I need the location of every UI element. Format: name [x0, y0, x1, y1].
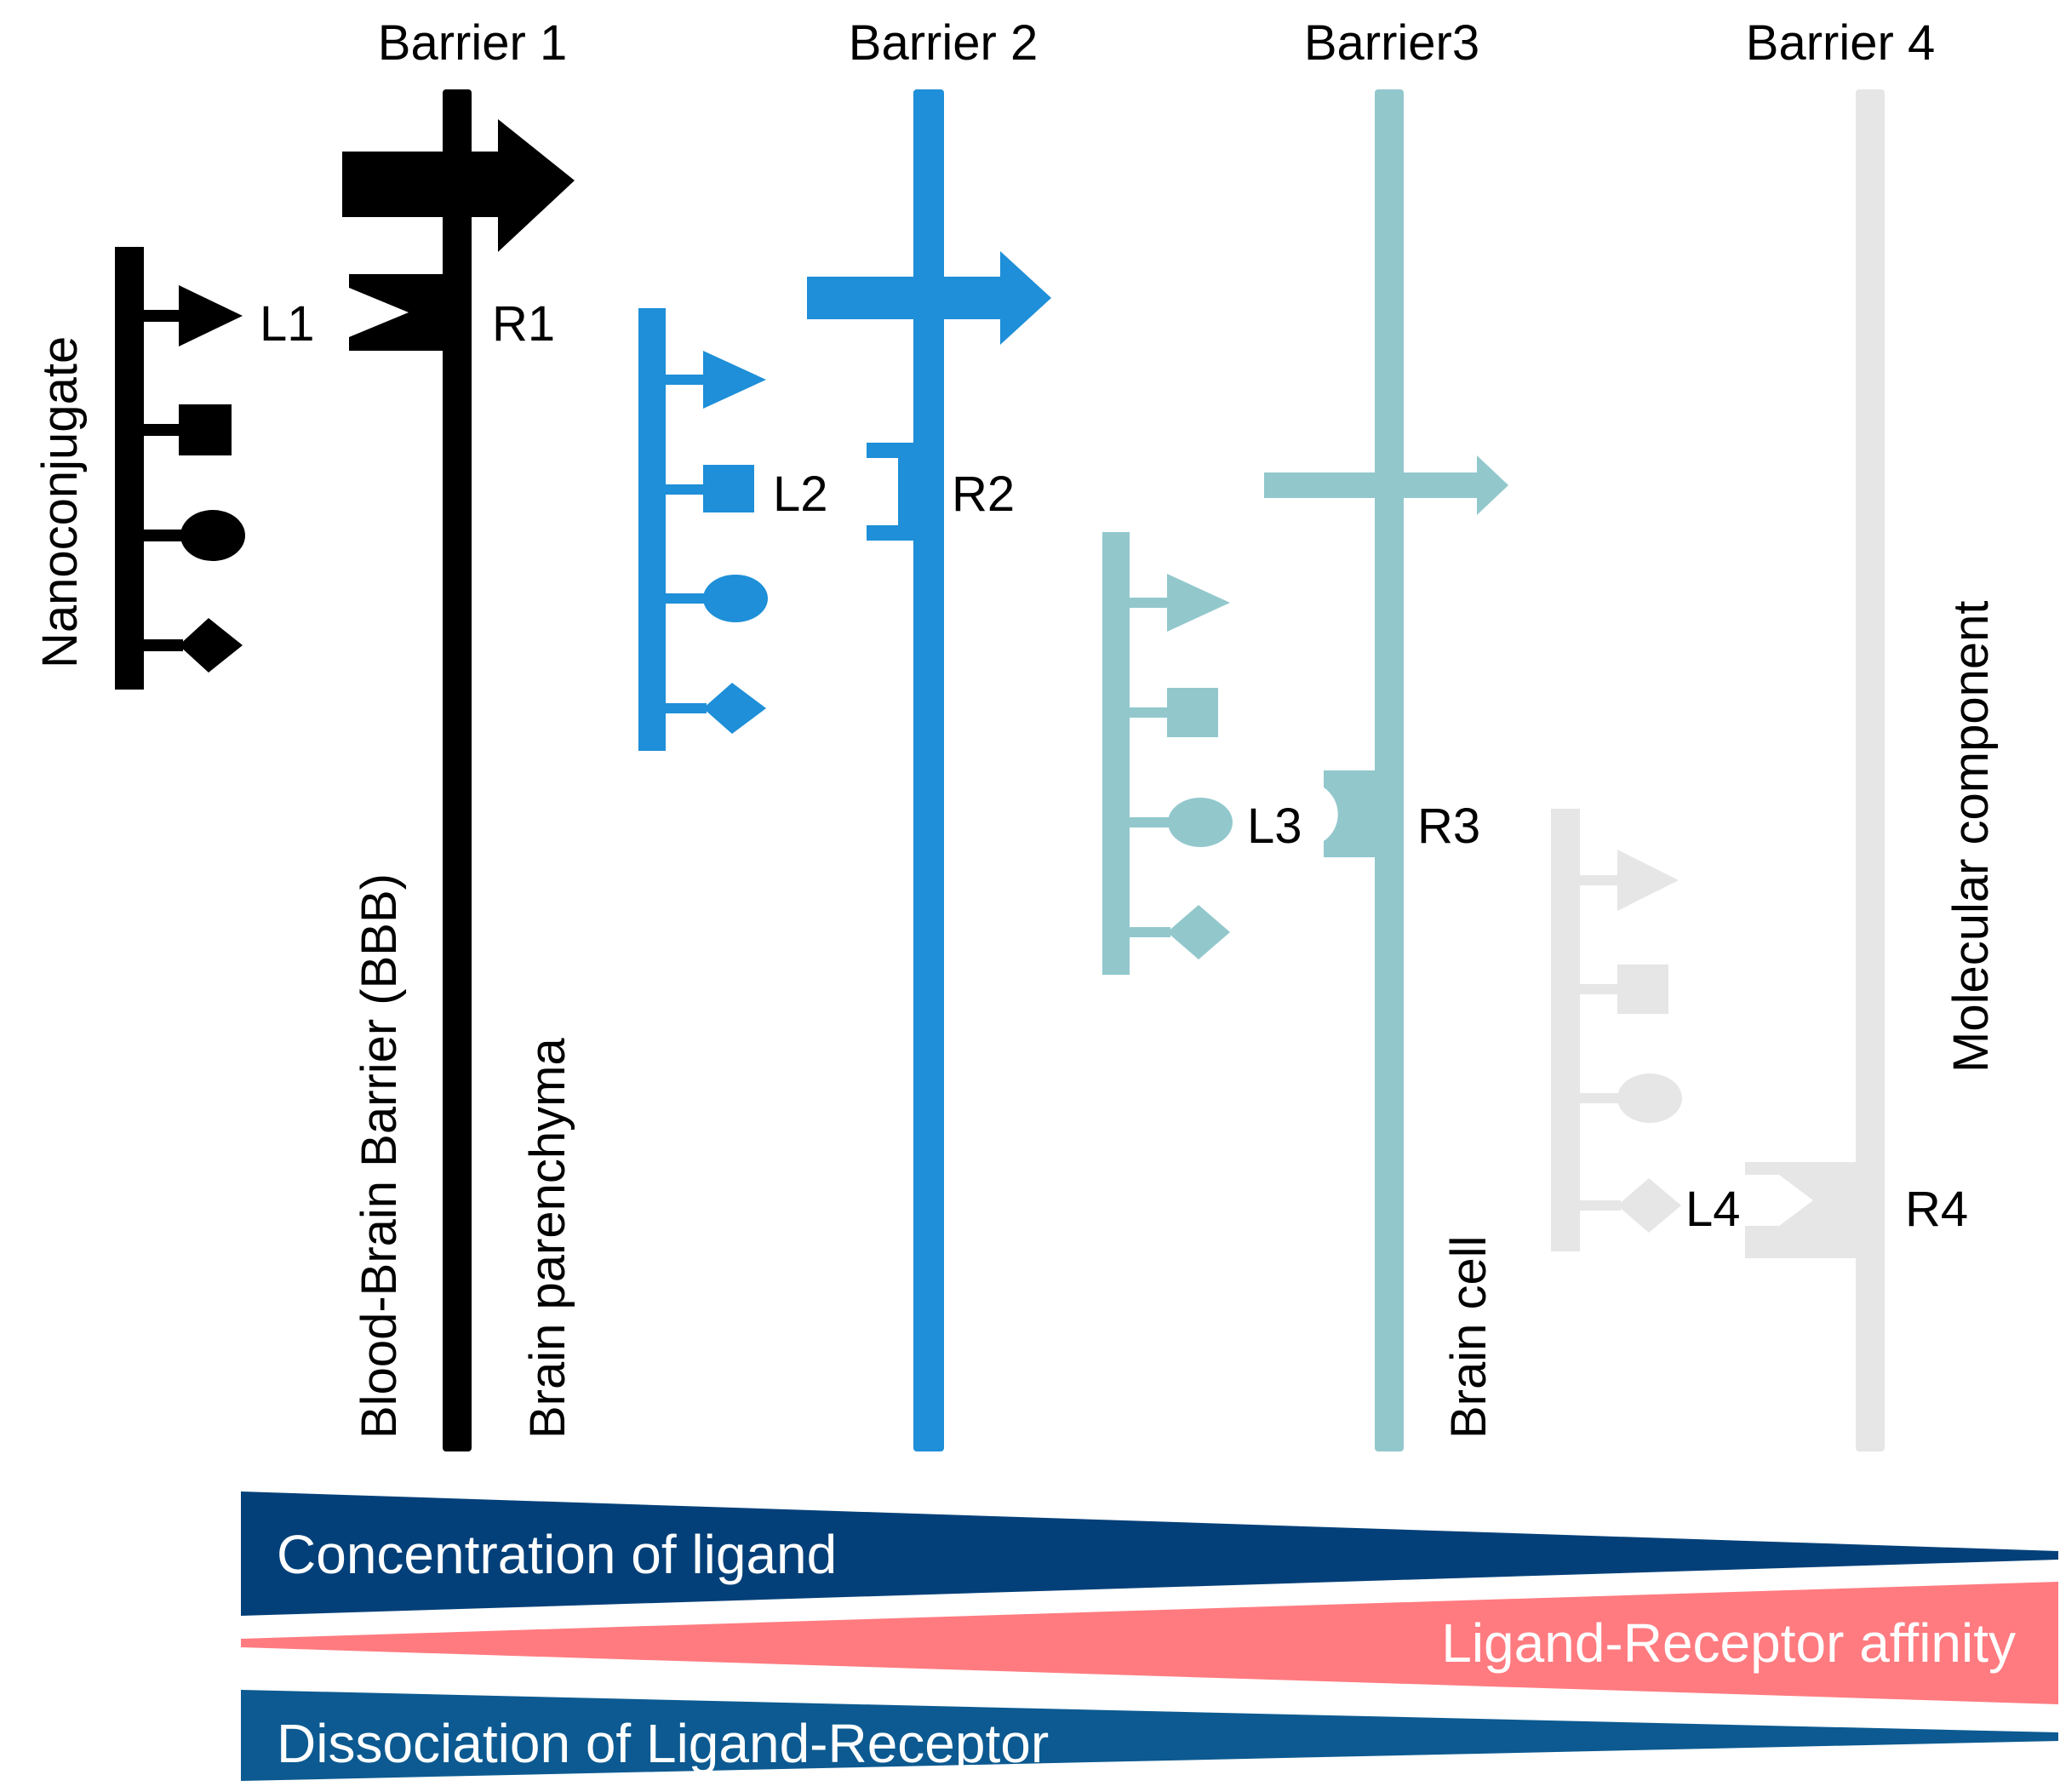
square-ligand-icon	[179, 404, 232, 455]
dissociation-label: Dissociation of Ligand-Receptor	[277, 1713, 1049, 1774]
barrier-3-title: Barrier3	[1304, 15, 1479, 71]
ligand-1-label: L1	[260, 296, 315, 352]
nanoconjugate-4-backbone	[1551, 809, 1580, 1251]
nanoconjugate-1-backbone	[115, 247, 144, 690]
receptor-1-label: R1	[492, 296, 555, 352]
gradient-affinity: Ligand-Receptor affinity	[241, 1582, 2058, 1704]
barrier-3: R3 L3 Brain cell	[1247, 89, 1508, 1451]
concentration-label: Concentration of ligand	[277, 1524, 837, 1585]
nanoconjugate-4	[1551, 809, 1682, 1251]
arrow-ligand-icon	[703, 351, 766, 409]
affinity-wedge	[241, 1582, 2058, 1704]
ligand-4-label: L4	[1685, 1182, 1741, 1237]
ligand-2-label: L2	[773, 467, 828, 522]
barrier-1-membrane	[443, 89, 472, 1451]
ligand-3-label: L3	[1247, 799, 1302, 854]
barrier-3-membrane	[1375, 89, 1404, 1451]
affinity-label: Ligand-Receptor affinity	[1441, 1612, 2016, 1674]
concentration-wedge	[241, 1491, 2058, 1616]
arrow-ligand-icon	[1167, 574, 1230, 632]
arrow-ligand-icon	[179, 285, 243, 346]
diamond-ligand-icon	[703, 683, 766, 734]
barrier-2: R2 L2 Brain parenchyma	[520, 89, 1051, 1451]
barrier-1-compartment: Blood-Brain Barrier (BBB)	[352, 873, 407, 1439]
receptor-4-label: R4	[1905, 1182, 1968, 1237]
barrier-2-crossing-arrow	[807, 251, 1051, 345]
square-ligand-icon	[1617, 965, 1668, 1014]
diamond-ligand-icon	[179, 618, 243, 673]
nanoconjugate-3	[1102, 532, 1233, 975]
square-ligand-icon	[1167, 688, 1218, 737]
round-ligand-icon	[1168, 798, 1233, 847]
nanoconjugate-1: Nanoconjugate	[32, 247, 245, 690]
barrier-4-title: Barrier 4	[1746, 15, 1935, 71]
receptor-3-label: R3	[1417, 799, 1480, 854]
receptor-3-round	[1324, 770, 1375, 857]
barrier-2-title: Barrier 2	[849, 15, 1038, 71]
barrier-2-compartment: Brain parenchyma	[520, 1038, 575, 1439]
square-ligand-icon	[703, 465, 754, 512]
nanoconjugate-2-backbone	[638, 308, 666, 751]
barrier-2-membrane	[913, 89, 944, 1451]
diamond-ligand-icon	[1617, 1178, 1681, 1233]
final-target-label: Molecular component	[1943, 600, 1999, 1073]
diamond-ligand-icon	[1167, 905, 1230, 959]
barrier-1-title: Barrier 1	[378, 15, 567, 71]
round-ligand-icon	[180, 510, 245, 561]
barrier-4: R4 L4 Molecular component	[1685, 89, 1999, 1451]
dissociation-wedge	[241, 1690, 2058, 1781]
receptor-1-triangle	[349, 274, 443, 351]
gradient-dissociation: Dissociation of Ligand-Receptor	[241, 1690, 2058, 1781]
nanoconjugate-label: Nanoconjugate	[32, 336, 88, 668]
nanoconjugate-2	[638, 308, 768, 751]
round-ligand-icon	[1617, 1073, 1682, 1123]
barrier-1-crossing-arrow	[342, 119, 575, 252]
round-ligand-icon	[703, 575, 768, 622]
barrier-3-crossing-arrow	[1264, 455, 1508, 515]
barrier-4-membrane	[1856, 89, 1885, 1451]
receptor-2-label: R2	[952, 467, 1015, 522]
barrier-3-compartment: Brain cell	[1441, 1235, 1496, 1439]
receptor-4-diamond	[1745, 1162, 1856, 1258]
receptor-2-square	[867, 443, 913, 541]
arrow-ligand-icon	[1617, 850, 1679, 911]
nanoconjugate-3-backbone	[1102, 532, 1130, 975]
gradient-concentration: Concentration of ligand	[241, 1491, 2058, 1616]
barrier-1: R1 L1 Blood-Brain Barrier (BBB)	[260, 89, 575, 1451]
